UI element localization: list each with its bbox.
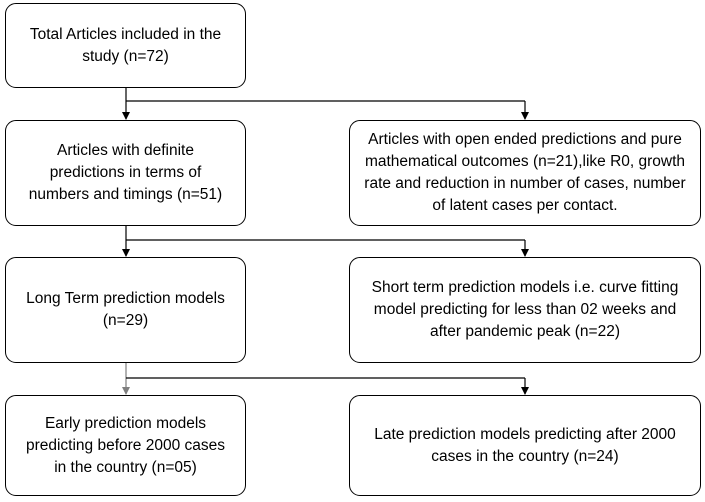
- node-early-prediction-models: Early prediction models predicting befor…: [5, 395, 246, 496]
- node-late-prediction-models: Late prediction models predicting after …: [349, 395, 701, 496]
- node-open-ended-predictions-text: Articles with open ended predictions and…: [364, 131, 686, 214]
- node-short-term-models: Short term prediction models i.e. curve …: [349, 257, 701, 363]
- node-early-prediction-models-text: Early prediction models predicting befor…: [25, 414, 226, 476]
- node-late-prediction-models-text: Late prediction models predicting after …: [374, 425, 676, 465]
- node-total-articles-text: Total Articles included in the study (n=…: [29, 25, 222, 65]
- node-total-articles: Total Articles included in the study (n=…: [5, 3, 246, 88]
- node-short-term-models-text: Short term prediction models i.e. curve …: [371, 279, 679, 340]
- node-open-ended-predictions: Articles with open ended predictions and…: [349, 120, 701, 226]
- node-long-term-models-text: Long Term prediction models (n=29): [26, 290, 225, 329]
- node-definite-predictions: Articles with definite predictions in te…: [5, 120, 246, 226]
- node-long-term-models: Long Term prediction models (n=29): [5, 257, 246, 363]
- node-definite-predictions-text: Articles with definite predictions in te…: [28, 142, 223, 203]
